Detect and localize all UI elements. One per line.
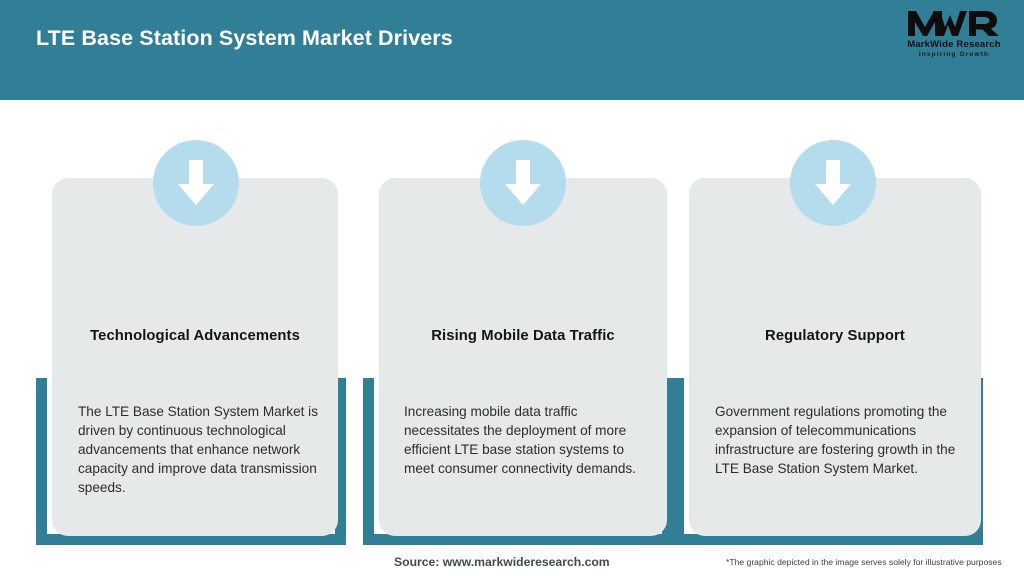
card-title: Technological Advancements — [90, 328, 300, 344]
card-panel: Technological Advancements The LTE Base … — [52, 178, 338, 536]
card-title: Rising Mobile Data Traffic — [431, 328, 615, 344]
drivers-card-row: Technological Advancements The LTE Base … — [0, 100, 1024, 576]
card-body-text: Government regulations promoting the exp… — [715, 404, 956, 476]
driver-card-2: Rising Mobile Data Traffic Increasing mo… — [363, 100, 683, 560]
logo-tagline: Inspiring Growth — [918, 51, 990, 58]
page-title: LTE Base Station System Market Drivers — [36, 26, 453, 50]
card-title: Regulatory Support — [765, 328, 905, 344]
driver-card-1: Technological Advancements The LTE Base … — [36, 100, 356, 560]
source-attribution: Source: www.markwideresearch.com — [394, 555, 610, 569]
card-body-text: Increasing mobile data traffic necessita… — [404, 404, 636, 476]
driver-card-3: Regulatory Support Government regulation… — [673, 100, 993, 560]
down-arrow-icon — [790, 140, 876, 226]
mwr-logo-icon — [908, 11, 999, 36]
card-body-text: The LTE Base Station System Market is dr… — [78, 404, 318, 495]
card-panel: Regulatory Support Government regulation… — [689, 178, 981, 536]
card-panel: Rising Mobile Data Traffic Increasing mo… — [379, 178, 667, 536]
logo-company-name: MarkWide Research — [907, 39, 1001, 50]
down-arrow-icon — [480, 140, 566, 226]
illustrative-disclaimer: *The graphic depicted in the image serve… — [726, 557, 1002, 567]
card-bracket-frame — [363, 378, 673, 545]
down-arrow-icon — [153, 140, 239, 226]
page-header: LTE Base Station System Market Drivers M… — [0, 0, 1024, 100]
card-bracket-frame — [36, 378, 346, 545]
brand-logo: MarkWide Research Inspiring Growth — [898, 8, 1010, 62]
